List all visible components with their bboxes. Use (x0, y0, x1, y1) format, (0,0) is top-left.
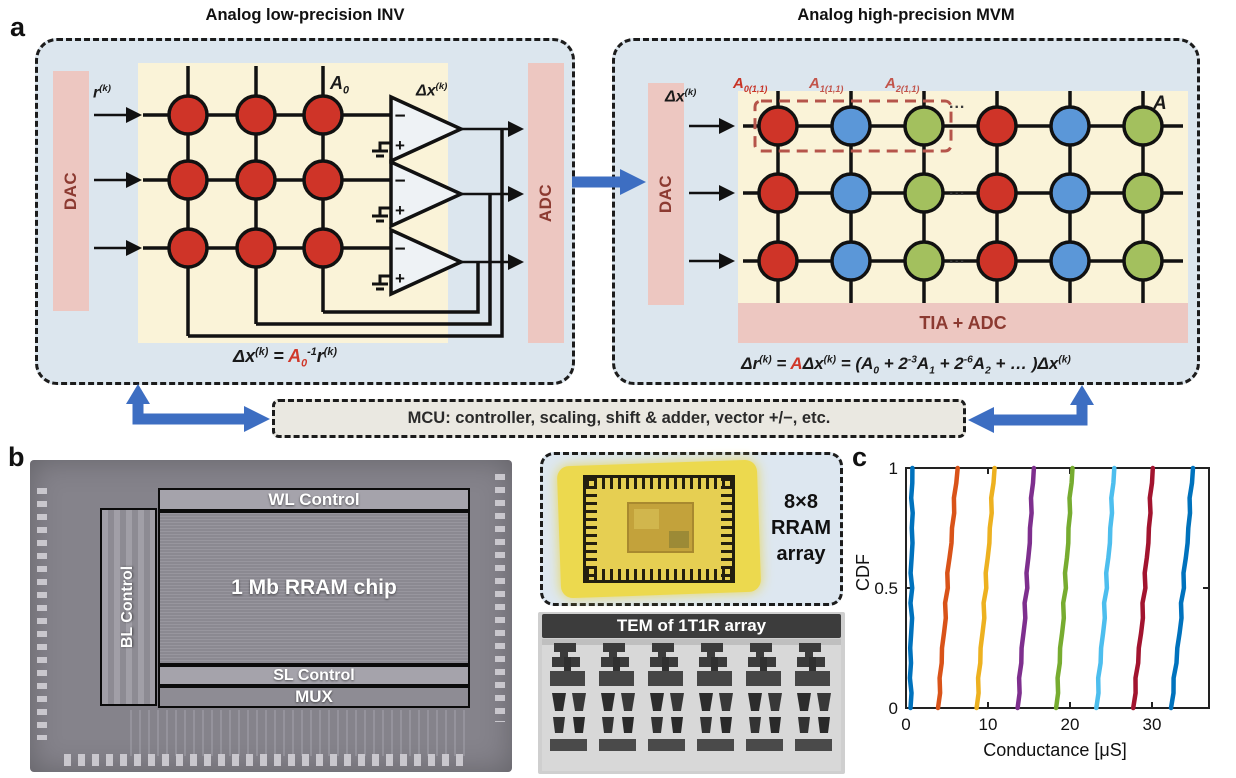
tem-pattern (542, 639, 841, 771)
rram-array-region: 1 Mb RRAM chip (158, 511, 470, 665)
package-pins-right (721, 478, 732, 580)
chip-bondwires (130, 710, 470, 756)
svg-text:0: 0 (901, 715, 910, 734)
inv-output-label: Δx(k) (416, 81, 448, 100)
mux-region: MUX (158, 686, 470, 708)
tia-adc-label: TIA + ADC (919, 312, 1007, 333)
die-patch-1 (633, 508, 660, 529)
inv-input-label: r(k) (93, 83, 111, 102)
package-photo (556, 459, 762, 599)
mvm-crossbar-diagram (689, 91, 1188, 311)
slice-highlight-box (753, 99, 953, 153)
package-pins-top (586, 478, 732, 489)
wl-control-region: WL Control (158, 488, 470, 511)
mvm-formula: Δr(k) = AΔx(k) = (A0 + 2-3A1 + 2-6A2 + …… (741, 353, 1071, 376)
svg-text:30: 30 (1143, 715, 1162, 734)
bl-control-label: BL Control (119, 565, 137, 649)
svg-text:+: + (395, 136, 405, 155)
tem-title: TEM of 1T1R array (616, 616, 767, 635)
package-pins-bottom (586, 569, 732, 580)
arrow-mcu-to-mvm-left (968, 407, 994, 433)
svg-text:0: 0 (889, 699, 898, 718)
panel-a-right-title: Analog high-precision MVM (797, 6, 1015, 24)
inv-box: − + − + − + DAC ADC r(k) A0 Δx(k) Δx(k) = A0-… (35, 38, 575, 385)
mux-label: MUX (295, 687, 333, 706)
slice-label-a1: A1(1,1) (809, 75, 844, 94)
arrow-mcu-to-inv-right (244, 406, 270, 432)
package-box: 8×8 RRAM array (540, 452, 843, 606)
svg-text:20: 20 (1061, 715, 1080, 734)
inv-matrix-label: A0 (330, 73, 350, 97)
tia-adc-bar: TIA + ADC (738, 303, 1188, 343)
inv-adc-label: ADC (536, 183, 555, 223)
mvm-matrix-label: A (1153, 93, 1167, 114)
package-caption: 8×8 RRAM array (771, 491, 831, 565)
chip-pads-bottom (64, 754, 468, 766)
tem-title-bar: TEM of 1T1R array (542, 614, 841, 638)
mvm-dac-label: DAC (656, 174, 675, 214)
ellipsis-row3: ... (949, 250, 966, 267)
panel-a-left-title: Analog low-precision INV (205, 6, 405, 24)
ellipsis-row2: ... (949, 182, 966, 199)
rram-chip-micrograph: WL Control 1 Mb RRAM chip BL Control SL … (30, 460, 512, 772)
mvm-dac-bar: DAC (648, 83, 684, 305)
chip-pads-right (495, 474, 505, 722)
panel-c-letter: c (852, 442, 868, 472)
slice-label-a2: A2(1,1) (885, 75, 920, 94)
mvm-box: DAC Δx(k) A0(1,1) A1(1,1) A2(1,1) A ... … (612, 38, 1200, 385)
panel-b-letter: b (8, 442, 25, 472)
svg-text:−: − (394, 239, 405, 260)
mcu-label: MCU: controller, scaling, shift & adder,… (407, 409, 831, 427)
package-frame (583, 475, 735, 583)
inv-adc-bar: ADC (528, 63, 564, 343)
rram-array-label: 1 Mb RRAM chip (231, 576, 397, 599)
package-pins-left (586, 478, 597, 580)
mvm-input-label: Δx(k) (665, 87, 697, 106)
arrow-mcu-to-inv-up (126, 384, 150, 404)
mcu-box: MCU: controller, scaling, shift & adder,… (272, 399, 966, 438)
die-patch-2 (668, 531, 689, 549)
sl-control-region: SL Control (158, 665, 470, 686)
cdf-plot: 0 10 20 30 0 0.5 1 (874, 459, 1210, 734)
cdf-y-axis-label: CDF (853, 554, 873, 591)
svg-text:−: − (394, 106, 405, 127)
svg-text:0.5: 0.5 (874, 579, 898, 598)
sl-control-label: SL Control (273, 666, 355, 684)
svg-text:1: 1 (889, 459, 898, 478)
arrow-mcu-to-mvm-up (1070, 385, 1094, 405)
inv-crossbar-diagram: − + − + − + (94, 63, 524, 343)
panel-a-letter: a (10, 12, 26, 42)
svg-text:−: − (394, 171, 405, 192)
bl-control-region: BL Control (100, 508, 157, 706)
slice-label-a0: A0(1,1) (733, 75, 768, 94)
svg-text:+: + (395, 269, 405, 288)
tem-image: TEM of 1T1R array (538, 612, 845, 774)
svg-text:+: + (395, 201, 405, 220)
chip-pads-left (37, 488, 47, 740)
inv-dac-label: DAC (61, 171, 80, 211)
cdf-x-axis-label: Conductance [μS] (983, 740, 1127, 760)
ellipsis-row1: ... (949, 95, 966, 112)
package-die (626, 502, 695, 554)
inv-formula: Δx(k) = A0-1r(k) (232, 346, 337, 370)
svg-text:10: 10 (979, 715, 998, 734)
inv-dac-bar: DAC (53, 71, 89, 311)
wl-control-label: WL Control (268, 489, 360, 509)
